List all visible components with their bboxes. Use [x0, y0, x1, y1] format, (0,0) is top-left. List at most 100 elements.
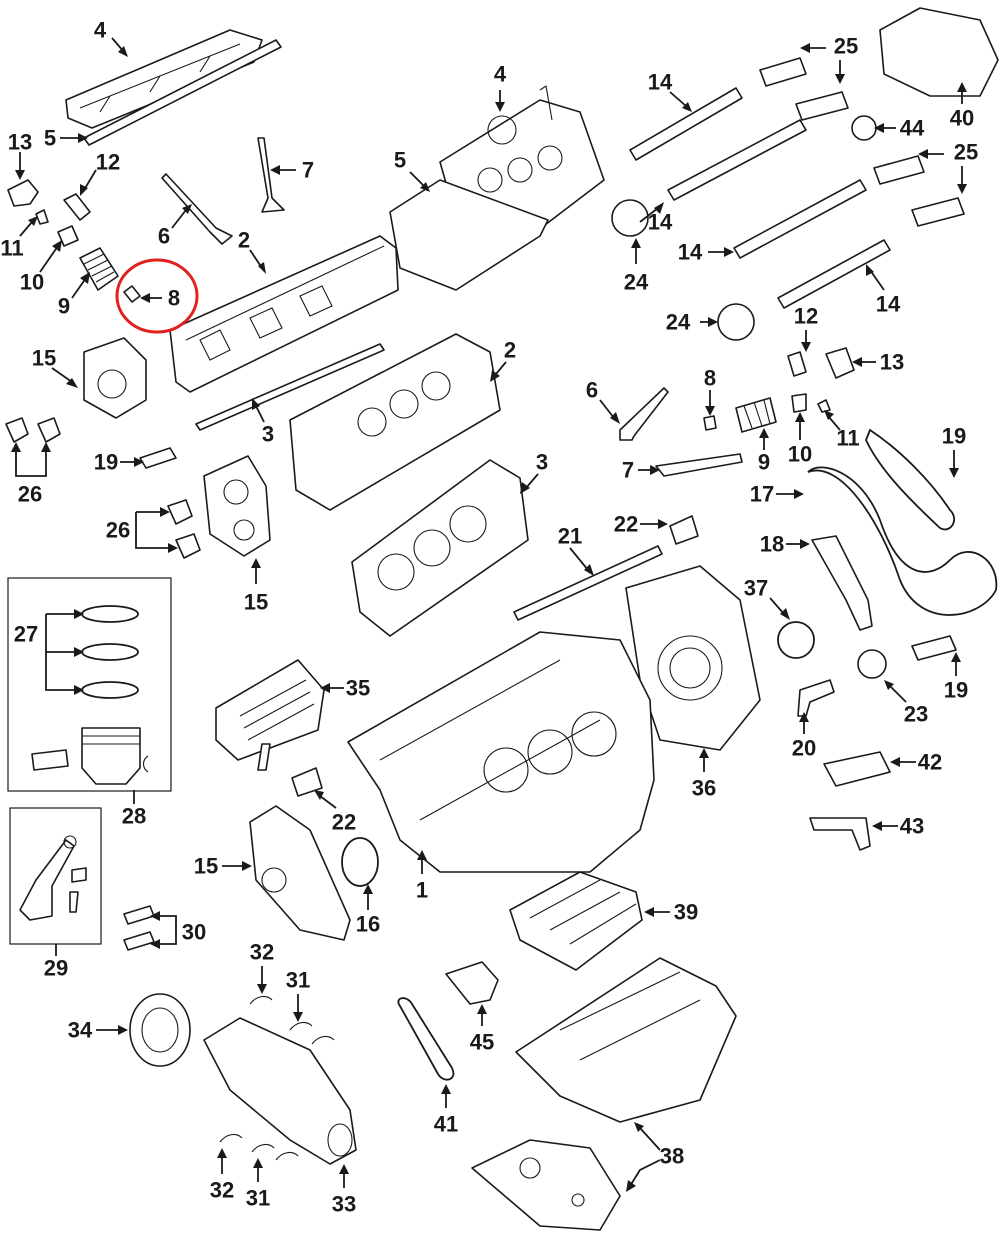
callout-19-tensioner-right[interactable]: 19 [944, 652, 968, 703]
callout-26-chain-guides-left[interactable]: 26 [11, 442, 51, 507]
callout-31-main-bearing-top[interactable]: 31 [286, 968, 310, 1023]
callout-14-camshaft-b[interactable]: 14 [639, 202, 673, 235]
upper-main-bearing-31b-part [311, 1035, 335, 1045]
callout-9-spring-right[interactable]: 9 [758, 428, 770, 475]
callout-25-solenoid-top[interactable]: 25 [800, 34, 858, 85]
callout-12-lash-adjuster-right[interactable]: 12 [794, 304, 818, 353]
callout-45-oil-pickup[interactable]: 45 [470, 1004, 494, 1055]
callout-22-bushing-upper[interactable]: 22 [614, 512, 668, 537]
callout-2-cylinder-head-left[interactable]: 2 [238, 228, 266, 275]
callout-12-lash-adjuster-left[interactable]: 12 [80, 150, 120, 197]
svg-text:10: 10 [788, 442, 812, 467]
callout-35-oil-cooler[interactable]: 35 [320, 676, 370, 701]
svg-text:45: 45 [470, 1030, 494, 1055]
svg-text:19: 19 [942, 424, 966, 449]
callout-16-front-seal[interactable]: 16 [356, 884, 380, 937]
callout-37-seal-ring[interactable]: 37 [744, 576, 790, 621]
callout-18-chain-guide[interactable]: 18 [760, 532, 810, 557]
callout-6-intake-valve-left[interactable]: 6 [158, 204, 192, 249]
svg-text:2: 2 [504, 338, 516, 363]
callout-15-upper-cover[interactable]: 15 [32, 346, 78, 389]
callout-19-tensioner-left[interactable]: 19 [94, 450, 144, 475]
callout-39-windage-tray[interactable]: 39 [644, 900, 698, 925]
callout-13-rocker-right[interactable]: 13 [852, 350, 904, 375]
callout-33-crankshaft[interactable]: 33 [332, 1164, 356, 1217]
lower-main-bearing-32-part [219, 1133, 243, 1143]
callout-2-cylinder-head-right[interactable]: 2 [490, 338, 516, 383]
chain-guide-left-a-part [5, 417, 29, 443]
callout-4-valve-cover-left[interactable]: 4 [94, 18, 128, 58]
callout-19-secondary-chain[interactable]: 19 [942, 424, 966, 479]
callout-5-cover-gasket-left[interactable]: 5 [44, 126, 88, 151]
callout-labels: 4 5 13 12 11 10 9 [0, 18, 978, 1217]
oil-pickup-part [445, 961, 499, 1005]
callout-40-timing-housing[interactable]: 40 [950, 82, 974, 131]
callout-44-target-wheel[interactable]: 44 [874, 116, 925, 141]
callout-7-exhaust-valve-left[interactable]: 7 [270, 158, 314, 183]
callout-8-stem-seal-right[interactable]: 8 [704, 366, 716, 417]
callout-28-piston-kit[interactable]: 28 [122, 790, 146, 829]
callout-43-oil-pump-chain[interactable]: 43 [872, 814, 924, 839]
svg-text:20: 20 [792, 736, 816, 761]
callout-11-keeper-left[interactable]: 11 [0, 216, 38, 261]
callout-15-middle-cover[interactable]: 15 [244, 558, 268, 615]
callout-36-rear-cover[interactable]: 36 [692, 748, 716, 801]
callout-31-main-bearing-bottom[interactable]: 31 [246, 1158, 270, 1211]
callout-20-crank-sensor[interactable]: 20 [792, 712, 816, 761]
callout-17-timing-chain[interactable]: 17 [750, 482, 804, 507]
callout-1-engine-block[interactable]: 1 [416, 850, 428, 903]
callout-3-head-gasket-left[interactable]: 3 [252, 398, 274, 447]
upper-cam-adjuster-part [611, 199, 649, 237]
callout-24-cam-adjuster-upper[interactable]: 24 [624, 238, 649, 295]
callout-10-retainer-right[interactable]: 10 [788, 412, 812, 467]
svg-text:15: 15 [32, 346, 56, 371]
callout-11-keeper-right[interactable]: 11 [824, 410, 860, 451]
lower-cam-adjuster-part [717, 303, 755, 341]
crank-pulley-part [129, 993, 191, 1067]
chain-guide-mid-a-part [167, 499, 193, 525]
piston-kit-box [7, 577, 172, 792]
svg-text:9: 9 [58, 294, 70, 319]
callout-27-piston-rings[interactable]: 27 [14, 609, 84, 695]
callout-32-main-bearing-top[interactable]: 32 [250, 940, 274, 995]
left-valve-stem-seal-part [123, 285, 141, 303]
callout-30-rod-bearings[interactable]: 30 [150, 911, 206, 949]
callout-9-spring-left[interactable]: 9 [58, 272, 90, 319]
svg-text:38: 38 [660, 1144, 684, 1169]
svg-text:22: 22 [332, 810, 356, 835]
svg-text:11: 11 [836, 426, 859, 451]
upper-timing-cover-part [83, 337, 147, 419]
callout-13-rocker-left[interactable]: 13 [8, 130, 32, 181]
callout-14-camshaft-d[interactable]: 14 [866, 264, 901, 317]
svg-text:26: 26 [106, 518, 130, 543]
left-valve-spring-part [79, 247, 119, 291]
callout-3-head-gasket-right[interactable]: 3 [520, 450, 548, 495]
callout-29-connecting-rod-kit[interactable]: 29 [44, 944, 68, 981]
callout-6-intake-valve-right[interactable]: 6 [586, 378, 620, 425]
svg-text:24: 24 [666, 310, 691, 335]
callout-21-balance-shaft[interactable]: 21 [558, 524, 594, 577]
callout-10-retainer-left[interactable]: 10 [20, 240, 62, 295]
callout-22-bushing-lower[interactable]: 22 [314, 790, 356, 835]
callout-7-exhaust-valve-right[interactable]: 7 [622, 458, 660, 483]
callout-38-oil-pan[interactable]: 38 [626, 1122, 684, 1192]
callout-14-camshaft-c[interactable]: 14 [678, 240, 734, 265]
callout-26-chain-guides-middle[interactable]: 26 [106, 507, 178, 553]
callout-42-oil-pump-drive[interactable]: 42 [890, 750, 942, 775]
callout-8-stem-seal-left-highlighted[interactable]: 8 [115, 258, 199, 334]
callout-25-solenoid-lower[interactable]: 25 [918, 140, 978, 195]
chain-guide-left-b-part [37, 417, 61, 443]
callout-32-main-bearing-bottom[interactable]: 32 [210, 1148, 234, 1203]
callout-5-cover-gasket-right[interactable]: 5 [394, 148, 430, 193]
callout-15-lower-cover[interactable]: 15 [194, 854, 252, 879]
callout-34-crank-pulley[interactable]: 34 [68, 1018, 128, 1043]
callout-24-cam-adjuster-lower[interactable]: 24 [666, 310, 718, 335]
callout-14-camshaft-a[interactable]: 14 [648, 70, 692, 113]
callout-41-oil-pump-chain[interactable]: 41 [434, 1084, 458, 1137]
callout-23-crank-sprocket[interactable]: 23 [884, 680, 928, 727]
callout-4-valve-cover-right[interactable]: 4 [494, 62, 507, 113]
highlight-circle [115, 258, 199, 334]
right-spring-retainer-part [791, 393, 807, 413]
svg-text:6: 6 [586, 378, 598, 403]
svg-text:1: 1 [416, 878, 428, 903]
